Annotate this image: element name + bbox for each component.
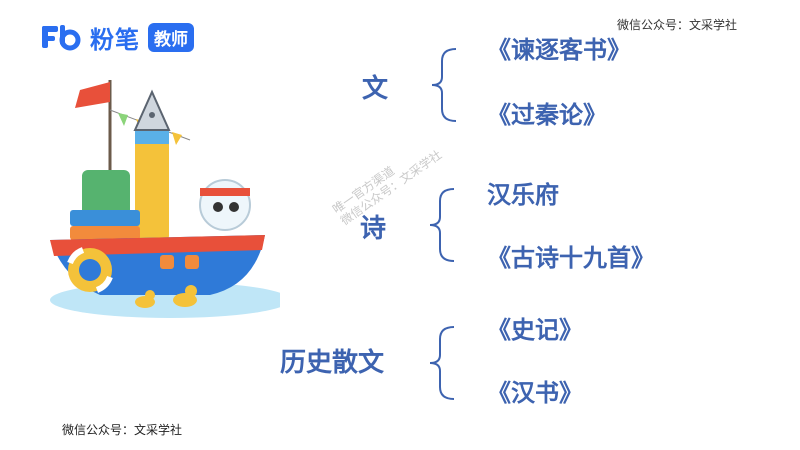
- boat-illustration: [50, 80, 280, 318]
- wechat-label-bottom: 微信公众号：文采学社: [62, 423, 183, 437]
- item-hanyuefu: 汉乐府: [487, 181, 559, 209]
- fenbi-logo: 粉笔 教师: [40, 22, 194, 54]
- wechat-label-top: 微信公众号：文采学社: [616, 18, 737, 32]
- item-jianzhukeshu: 《谏逐客书》: [487, 36, 631, 64]
- item-gushishijiushou: 《古诗十九首》: [487, 244, 655, 272]
- logo-text: 粉笔: [90, 25, 140, 54]
- brace-icon: [429, 326, 455, 400]
- category-lishisanwen: 历史散文: [280, 348, 385, 378]
- logo-badge: 教师: [148, 22, 194, 52]
- brace-icon: [431, 48, 457, 122]
- item-guoqinlun: 《过秦论》: [487, 101, 607, 129]
- item-hanshu: 《汉书》: [487, 379, 583, 407]
- brace-icon: [429, 188, 455, 262]
- category-shi: 诗: [360, 214, 387, 244]
- category-wen: 文: [362, 74, 389, 104]
- fenbi-logo-icon: [42, 25, 81, 51]
- item-shiji: 《史记》: [487, 316, 583, 344]
